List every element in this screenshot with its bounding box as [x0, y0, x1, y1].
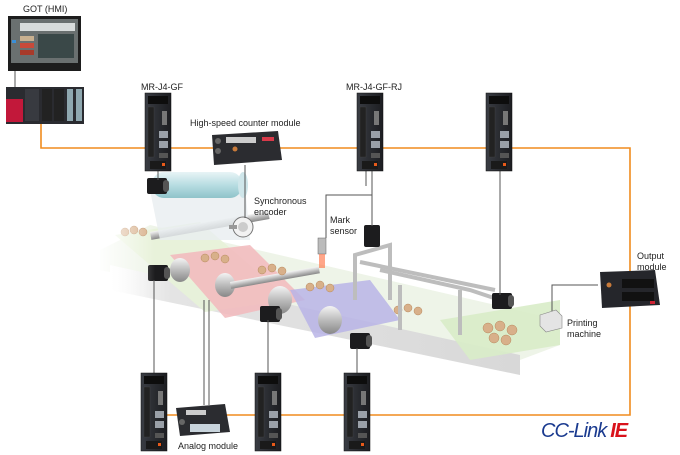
high-speed-counter-module: [212, 131, 282, 165]
servo-amplifier-mr-j4-gf-rj: [356, 92, 384, 172]
device-cables: [14, 70, 598, 405]
label-synchronous-encoder: Synchronous encoder: [254, 196, 307, 217]
label-mr-j4-gf: MR-J4-GF: [141, 82, 183, 92]
servo-amplifier-bottom-2: [254, 372, 282, 452]
output-module: [600, 270, 660, 308]
synchronous-encoder: [229, 216, 254, 238]
label-output-module: Output module: [637, 251, 667, 272]
label-analog-module: Analog module: [178, 441, 239, 451]
got-hmi-device: [8, 16, 81, 71]
mark-sensor: [317, 237, 327, 268]
servo-amplifier-bottom-1: [140, 372, 168, 452]
logo-ie-text: IE: [610, 420, 628, 442]
analog-module: [176, 404, 230, 436]
servo-motor-gantry: [364, 225, 380, 247]
logo-cc-link-text: CC-Link: [541, 420, 607, 442]
servo-amplifier-top-right: [485, 92, 513, 172]
servo-amplifier-mr-j4-gf: [144, 92, 172, 172]
label-printing-machine: Printing machine: [567, 318, 602, 339]
plc-rack: [6, 87, 84, 124]
label-got-hmi: GOT (HMI): [23, 4, 68, 14]
label-high-speed-counter-module: High-speed counter module: [190, 118, 301, 128]
printing-machine: [539, 309, 563, 333]
label-mark-sensor: Mark sensor: [330, 215, 358, 236]
label-mr-j4-gf-rj: MR-J4-GF-RJ: [346, 82, 402, 92]
conveyor-line: [95, 172, 560, 375]
network-lines: [40, 118, 631, 416]
servo-amplifier-bottom-3: [343, 372, 371, 452]
